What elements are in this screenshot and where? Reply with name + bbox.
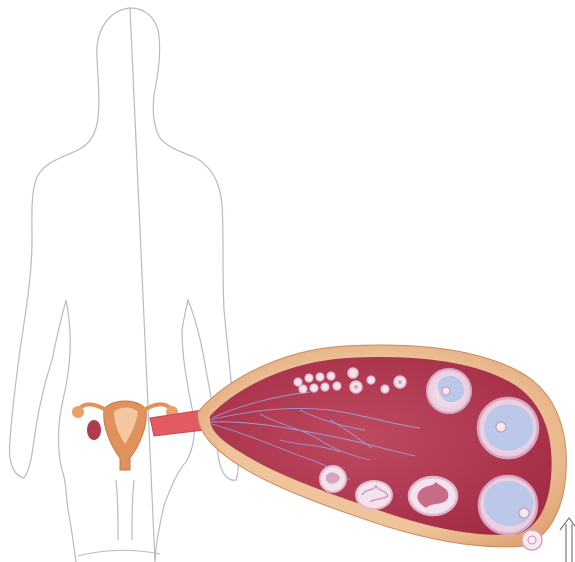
follicle-icon bbox=[327, 372, 335, 380]
mature-follicle bbox=[479, 476, 537, 534]
follicle-icon bbox=[310, 384, 318, 392]
antral-follicle bbox=[478, 398, 538, 458]
follicle-icon bbox=[316, 373, 324, 381]
corpus-luteum bbox=[409, 477, 457, 515]
follicle-icon bbox=[294, 378, 302, 386]
follicle-icon bbox=[367, 376, 375, 384]
ovulation-site bbox=[522, 530, 542, 550]
secondary-follicle-1 bbox=[427, 369, 471, 413]
ovum-icon bbox=[442, 387, 450, 395]
atretic-follicle-1 bbox=[320, 466, 346, 492]
ovum-icon bbox=[528, 536, 536, 544]
ground-line bbox=[78, 550, 160, 556]
up-arrow-icon bbox=[560, 518, 575, 562]
follicle-icon bbox=[381, 385, 389, 393]
body-silhouette-icon bbox=[10, 8, 239, 562]
ovary-icon bbox=[198, 345, 566, 550]
follicle-icon bbox=[333, 382, 341, 390]
follicle-icon bbox=[321, 383, 329, 391]
follicle-icon bbox=[348, 368, 358, 378]
ovum-icon bbox=[519, 508, 529, 518]
leg-gap-line bbox=[116, 480, 134, 540]
follicle-icon bbox=[305, 374, 313, 382]
ovum-icon bbox=[496, 422, 506, 432]
follicle-icon bbox=[299, 385, 307, 393]
atretic-follicle-2 bbox=[356, 481, 392, 509]
